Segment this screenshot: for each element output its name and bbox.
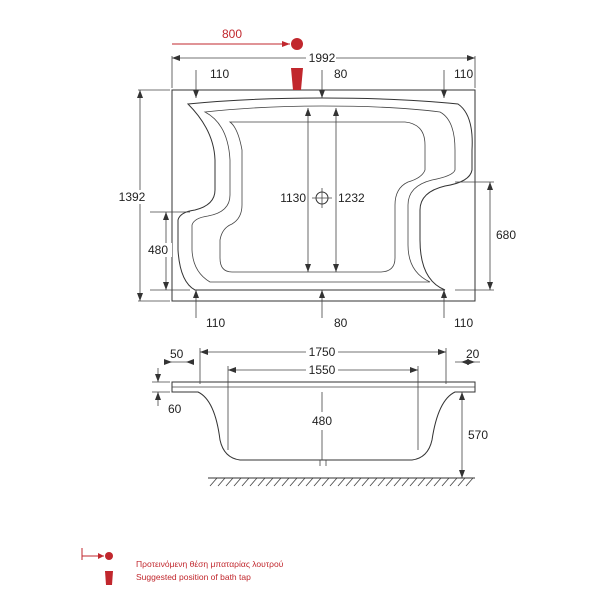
- floor-hatch-line: [417, 477, 426, 487]
- floor-hatch-line: [313, 477, 322, 487]
- floor-hatch-line: [257, 477, 266, 487]
- label-bottom-length: 1550: [309, 363, 336, 377]
- floor-hatch-line: [449, 477, 458, 487]
- floor-hatch-line: [441, 477, 450, 487]
- floor-hatch-line: [353, 477, 362, 487]
- side-view: 1750 1550 50 20 60 480: [152, 344, 488, 487]
- floor-hatch-line: [297, 477, 306, 487]
- floor-hatch-line: [265, 477, 274, 487]
- label-overall-depth: 1392: [119, 190, 146, 204]
- tap-marker-spout: [291, 68, 303, 90]
- label-inner-depth: 480: [312, 414, 332, 428]
- label-bottom-right-margin: 110: [454, 316, 473, 330]
- floor-hatch-line: [305, 477, 314, 487]
- label-inner-left: 1130: [280, 191, 306, 205]
- floor-hatch-line: [241, 477, 250, 487]
- label-rim-right: 20: [466, 347, 480, 361]
- floor-hatch-line: [209, 477, 218, 487]
- floor-hatch-line: [401, 477, 410, 487]
- floor-hatch-line: [225, 477, 234, 487]
- label-left-depth: 480: [148, 243, 168, 257]
- label-top-length: 1750: [309, 345, 336, 359]
- floor-hatch-line: [457, 477, 466, 487]
- floor-hatch-line: [377, 477, 386, 487]
- label-total-height: 570: [468, 428, 488, 442]
- legend-text-english: Suggested position of bath tap: [136, 572, 251, 582]
- label-rim-left: 50: [170, 347, 184, 361]
- tap-marker-dot: [291, 38, 303, 50]
- legend: Προτεινόμενη θέση μπαταρίας λουτρού Sugg…: [81, 548, 284, 585]
- top-view: 1130 1232 1992 800 110 80 110 110 80: [110, 27, 516, 330]
- label-inner-right: 1232: [338, 191, 365, 205]
- legend-tap-dot: [105, 552, 113, 560]
- floor-hatch-line: [409, 477, 418, 487]
- floor-hatch-line: [337, 477, 346, 487]
- floor-hatch-line: [433, 477, 442, 487]
- label-rim-height: 60: [168, 402, 182, 416]
- floor-hatch-line: [385, 477, 394, 487]
- floor-hatch-line: [233, 477, 242, 487]
- floor-hatch-line: [465, 477, 474, 487]
- legend-text-greek: Προτεινόμενη θέση μπαταρίας λουτρού: [136, 559, 284, 569]
- floor-hatch-line: [281, 477, 290, 487]
- floor-hatch-line: [273, 477, 282, 487]
- legend-tap-spout: [105, 571, 113, 585]
- tub-basin: [219, 121, 426, 273]
- floor-hatch-line: [393, 477, 402, 487]
- floor-hatch-line: [289, 477, 298, 487]
- label-right-depth: 680: [496, 228, 516, 242]
- floor-hatch-line: [369, 477, 378, 487]
- label-overall-width: 1992: [309, 51, 336, 65]
- floor-hatch-line: [361, 477, 370, 487]
- label-tap-offset: 800: [222, 27, 242, 41]
- floor-hatch-line: [425, 477, 434, 487]
- floor-hatch-line: [217, 477, 226, 487]
- floor-hatch-line: [329, 477, 338, 487]
- floor-hatch-line: [321, 477, 330, 487]
- label-bottom-center-margin: 80: [334, 316, 348, 330]
- label-top-left-margin: 110: [210, 67, 229, 81]
- tub-side-profile: [171, 381, 476, 461]
- label-top-center-margin: 80: [334, 67, 348, 81]
- tub-rim-outer: [177, 97, 473, 291]
- label-bottom-left-margin: 110: [206, 316, 225, 330]
- floor-hatch-line: [249, 477, 258, 487]
- label-top-right-margin: 110: [454, 67, 473, 81]
- floor-hatch-line: [345, 477, 354, 487]
- tub-rim-middle: [191, 105, 456, 283]
